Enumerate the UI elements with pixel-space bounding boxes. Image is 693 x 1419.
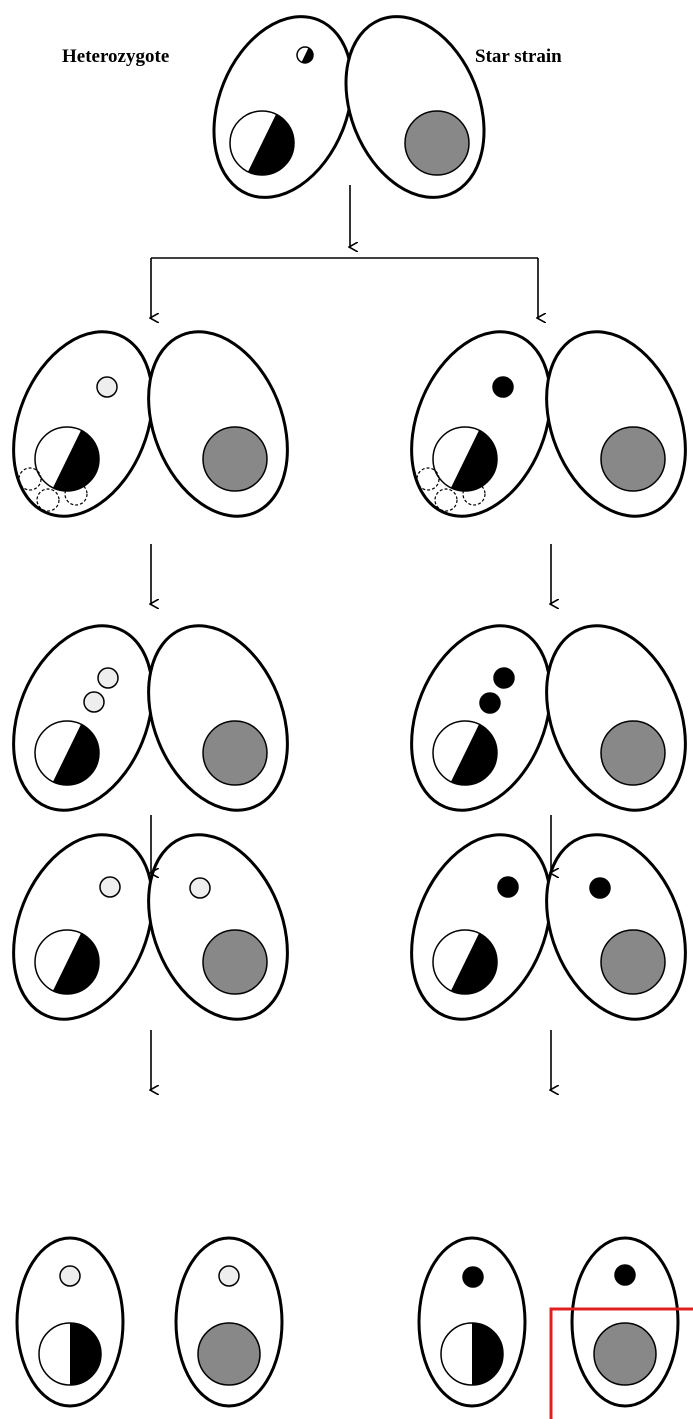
dark-micronucleus xyxy=(498,877,518,897)
heterozygote-row-3 xyxy=(0,605,313,831)
dark-micronucleus xyxy=(494,668,514,688)
light-micronucleus xyxy=(97,377,117,397)
heterozygous-macronucleus xyxy=(35,427,99,491)
top-pair xyxy=(188,0,509,218)
macronucleus xyxy=(203,721,267,785)
heterozygous-macronucleus xyxy=(433,427,497,491)
dark-micronucleus xyxy=(615,1265,635,1285)
macronucleus xyxy=(601,930,665,994)
star-strain-row-4 xyxy=(386,814,693,1040)
heterozygous-macronucleus xyxy=(441,1323,503,1385)
exconjugant-star-1 xyxy=(419,1238,525,1406)
macronucleus xyxy=(594,1323,656,1385)
light-micronucleus xyxy=(190,878,210,898)
heterozygous-macronucleus xyxy=(35,721,99,785)
heterozygous-macronucleus xyxy=(433,930,497,994)
light-micronucleus xyxy=(100,877,120,897)
light-micronucleus xyxy=(60,1266,80,1286)
light-micronucleus xyxy=(98,668,118,688)
dark-micronucleus xyxy=(480,693,500,713)
light-micronucleus xyxy=(84,692,104,712)
dark-micronucleus xyxy=(463,1267,483,1287)
heterozygote-row-2 xyxy=(0,311,313,537)
heterozygote-micronucleus xyxy=(297,47,313,63)
heterozygous-macronucleus xyxy=(35,930,99,994)
dark-micronucleus xyxy=(493,377,513,397)
star-strain-row-2 xyxy=(386,311,693,537)
dark-micronucleus xyxy=(590,878,610,898)
heterozygous-macronucleus xyxy=(39,1323,101,1385)
star-strain-row-3 xyxy=(386,605,693,831)
macronucleus xyxy=(601,721,665,785)
exconjugant-star-2 xyxy=(572,1238,678,1406)
right-cell xyxy=(123,311,314,537)
light-micronucleus xyxy=(219,1266,239,1286)
macronucleus xyxy=(405,111,469,175)
heterozygote-macronucleus xyxy=(230,111,294,175)
exconjugant-heterozygote-1 xyxy=(17,1238,123,1406)
exconjugant-heterozygote-2 xyxy=(176,1238,282,1406)
macronucleus xyxy=(198,1323,260,1385)
macronucleus xyxy=(203,427,267,491)
right-cell xyxy=(123,605,314,831)
star-strain-label: Star strain xyxy=(475,46,562,67)
macronucleus xyxy=(203,930,267,994)
star-strain-cell xyxy=(320,0,509,218)
heterozygote-label: Heterozygote xyxy=(62,46,169,67)
heterozygote-row-4 xyxy=(0,814,313,1040)
macronucleus xyxy=(601,427,665,491)
heterozygous-macronucleus xyxy=(433,721,497,785)
